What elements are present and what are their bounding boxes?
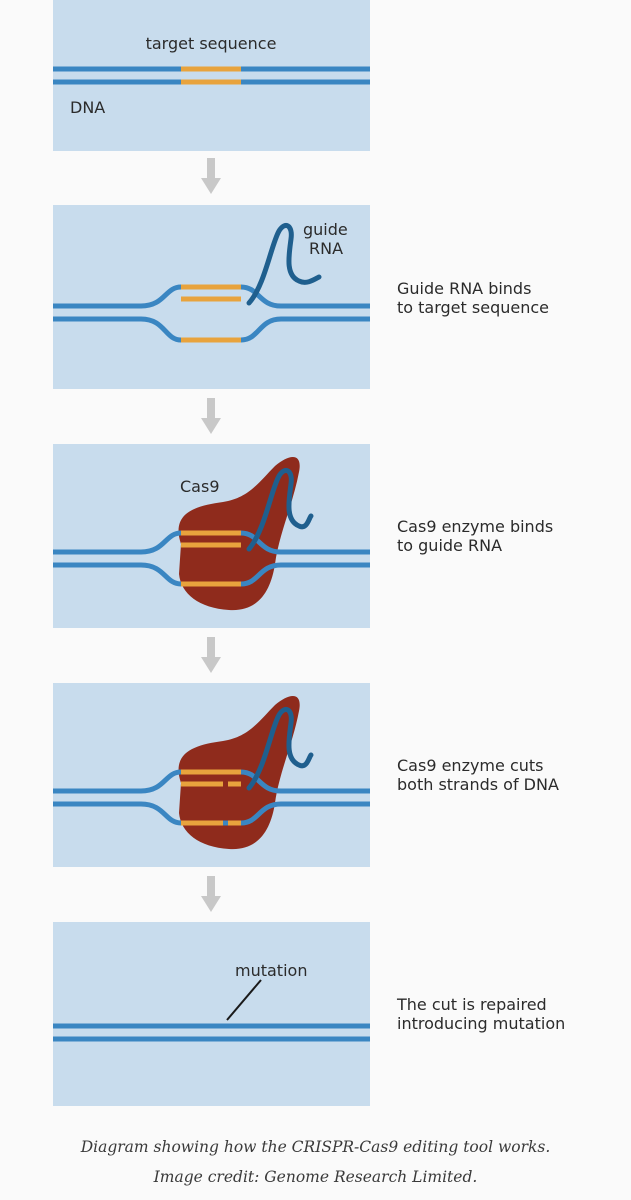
guide-rna-label-1: guide: [303, 220, 348, 239]
guide-rna-label-2: RNA: [309, 239, 343, 258]
dna-label: DNA: [70, 98, 105, 117]
panel-cas9-cuts: [53, 683, 370, 867]
panel-repaired: mutation: [53, 922, 370, 1106]
panel-guide-rna-binds: guide RNA: [53, 205, 370, 389]
guide-rna: [246, 468, 314, 552]
step-description: Guide RNA binds to target sequence: [397, 279, 549, 317]
down-arrow-icon: [201, 158, 221, 194]
dna-bottom-strand: [53, 316, 370, 343]
step-description: Cas9 enzyme binds to guide RNA: [397, 517, 554, 555]
mutation-label: mutation: [235, 961, 307, 980]
panel-cas9-binds: Cas9: [53, 444, 370, 628]
caption-line-1: Diagram showing how the CRISPR-Cas9 edit…: [80, 1138, 551, 1156]
down-arrow-icon: [201, 637, 221, 673]
guide-rna: [246, 707, 314, 791]
target-sequence-label: target sequence: [146, 34, 277, 53]
step-description: Cas9 enzyme cuts both strands of DNA: [397, 756, 559, 794]
step-description: The cut is repaired introducing mutation: [397, 995, 566, 1033]
down-arrow-icon: [201, 876, 221, 912]
cas9-label: Cas9: [180, 477, 220, 496]
panel-dna: target sequence DNA: [53, 0, 370, 151]
guide-rna: [246, 223, 322, 306]
caption-credit: Image credit: Genome Research Limited.: [153, 1168, 478, 1186]
mutation-pointer: [226, 979, 262, 1021]
down-arrow-icon: [201, 398, 221, 434]
